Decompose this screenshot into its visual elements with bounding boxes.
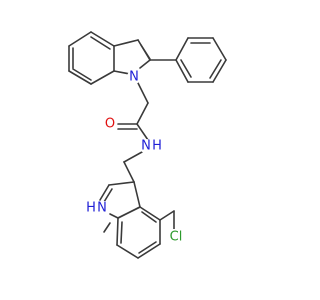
atom-labels: N O N H H N Cl <box>85 70 187 245</box>
ethyl-chain <box>123 151 143 183</box>
amide-hydrogen-label: H <box>152 139 162 154</box>
phenyl-ring <box>149 37 227 83</box>
indole-nh-nitrogen-label: N <box>97 201 107 216</box>
acetamide-linker <box>117 80 149 141</box>
indole-nh-hydrogen-label: H <box>86 201 96 216</box>
amide-nitrogen-label: N <box>141 139 151 154</box>
carbonyl-oxygen-label: O <box>105 117 115 132</box>
chlorine-label: Cl <box>170 230 183 245</box>
indole-benzo-ring-bottom <box>116 206 161 259</box>
molecule-structure: N O N H H N Cl <box>68 31 227 259</box>
indole-benzo-ring-top <box>68 31 115 85</box>
indole-nitrogen-label: N <box>129 70 139 85</box>
indole-pyrrole-ring-top <box>113 39 151 75</box>
